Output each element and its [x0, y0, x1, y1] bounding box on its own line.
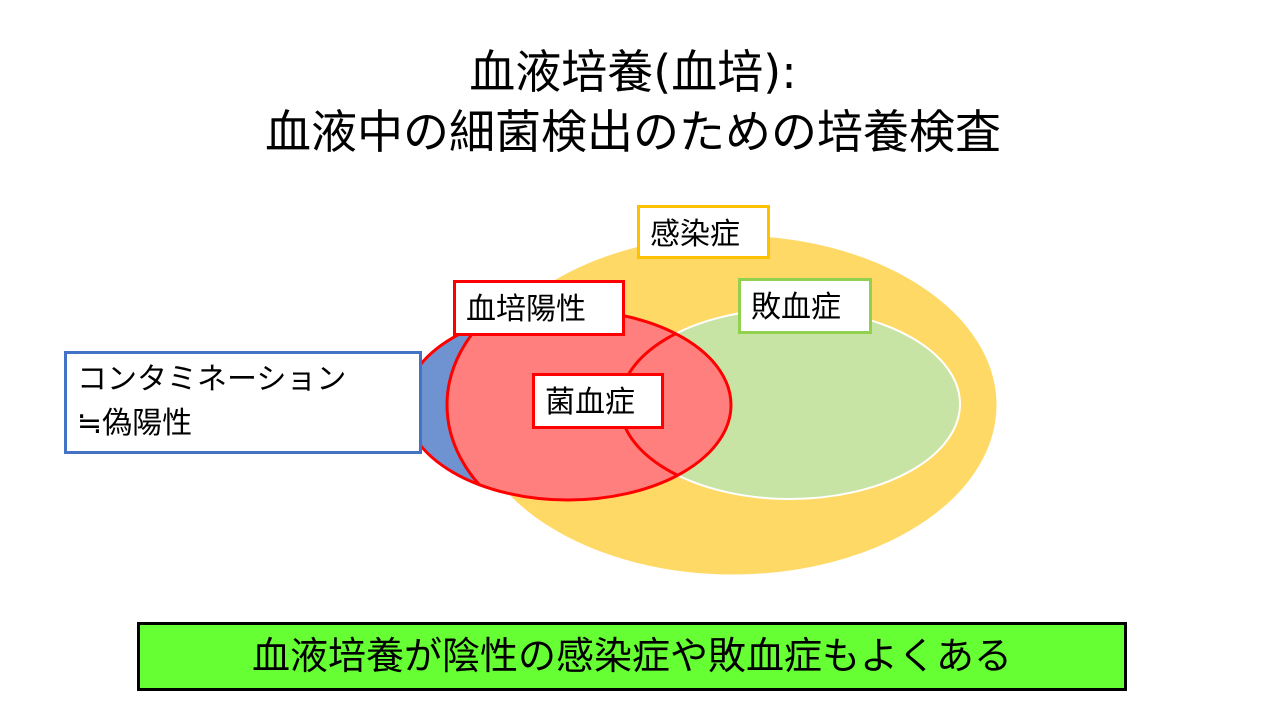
- infection-label: 感染症: [637, 205, 770, 259]
- contamination-label: コンタミネーション ≒偽陽性: [64, 351, 422, 454]
- bacteremia-label: 菌血症: [532, 373, 664, 429]
- contamination-label-line-1: コンタミネーション: [77, 362, 347, 397]
- contamination-boundary-arc: [445, 310, 731, 500]
- slide-title-line-1: 血液培養(血培):: [469, 45, 797, 99]
- blood-culture-positive-label: 血培陽性: [453, 280, 625, 336]
- contamination-label-line-2: ≒偽陽性: [77, 406, 193, 441]
- footer-note: 血液培養が陰性の感染症や敗血症もよくある: [137, 622, 1127, 691]
- slide-title-line-2: 血液中の細菌検出のための培養検査: [265, 105, 1001, 159]
- sepsis-label: 敗血症: [738, 278, 872, 334]
